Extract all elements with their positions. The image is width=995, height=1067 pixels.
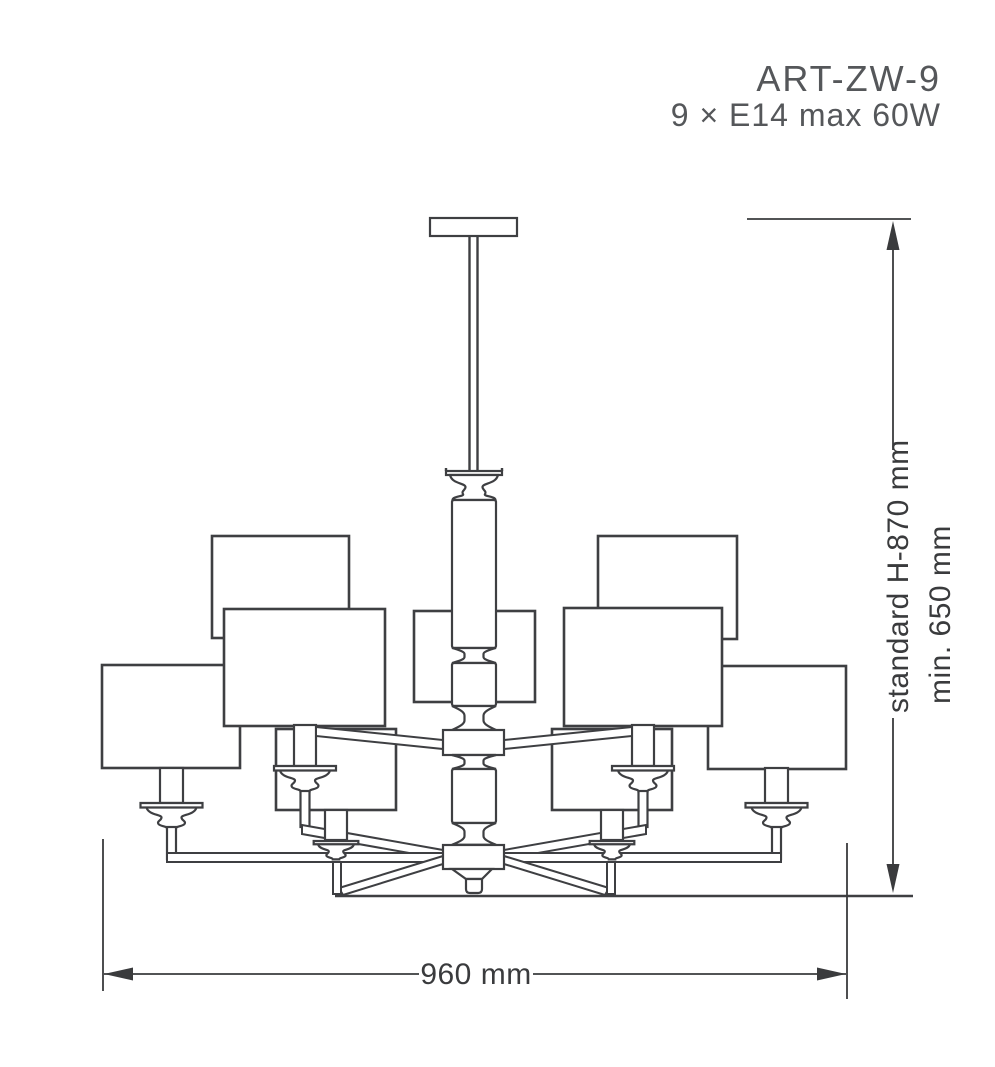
- lower-arm-frame: [166, 823, 913, 898]
- candle-back-left: [312, 808, 360, 861]
- width-arrow-right: [817, 967, 846, 981]
- height-arrow-down: [886, 864, 900, 893]
- arm-horizontal-right: [503, 852, 782, 863]
- shade-outer-left: [100, 663, 242, 770]
- truss-riser-right: [606, 861, 616, 895]
- upper-arm-hub: [441, 728, 506, 757]
- height-dimension: standard H-870 mm min. 650 mm: [747, 218, 957, 893]
- column-upper-cylinder: [450, 498, 498, 650]
- truss-riser-left: [332, 861, 342, 895]
- width-arrow-left: [104, 967, 133, 981]
- ceiling-canopy: [428, 216, 519, 238]
- product-code: ART-ZW-9: [756, 58, 941, 99]
- column-knot-3: [450, 753, 498, 771]
- column-lower-cylinder: [450, 767, 498, 825]
- shade-mid-left: [222, 607, 387, 728]
- width-label: 960 mm: [420, 958, 531, 991]
- height-min-label: min. 650 mm: [924, 525, 957, 704]
- column-knot-4: [450, 821, 498, 847]
- shade-mid-right: [562, 606, 724, 728]
- finial-tip: [464, 877, 484, 895]
- candle-mid-right: [610, 723, 676, 829]
- central-column: [428, 216, 519, 895]
- width-dimension: 960 mm: [102, 839, 848, 999]
- column-short-cylinder: [450, 661, 498, 708]
- lower-arm-hub: [441, 843, 506, 871]
- height-arrow-up: [886, 221, 900, 250]
- dimension-annotations: standard H-870 mm min. 650 mm 960 mm: [102, 218, 957, 999]
- height-standard-label: standard H-870 mm: [882, 439, 915, 713]
- lamp-spec: 9 × E14 max 60W: [671, 97, 941, 133]
- chandelier-drawing: [100, 216, 913, 898]
- column-knot-2: [450, 704, 498, 732]
- shade-outer-right: [706, 664, 848, 771]
- title-block: ART-ZW-9 9 × E14 max 60W: [671, 58, 941, 133]
- candle-outer-left: [139, 766, 204, 861]
- arm-horizontal-left: [166, 852, 444, 863]
- finial-cone: [448, 867, 495, 881]
- candle-back-right: [588, 808, 636, 861]
- top-bobeche: [444, 466, 504, 502]
- candle-outer-right: [744, 766, 809, 861]
